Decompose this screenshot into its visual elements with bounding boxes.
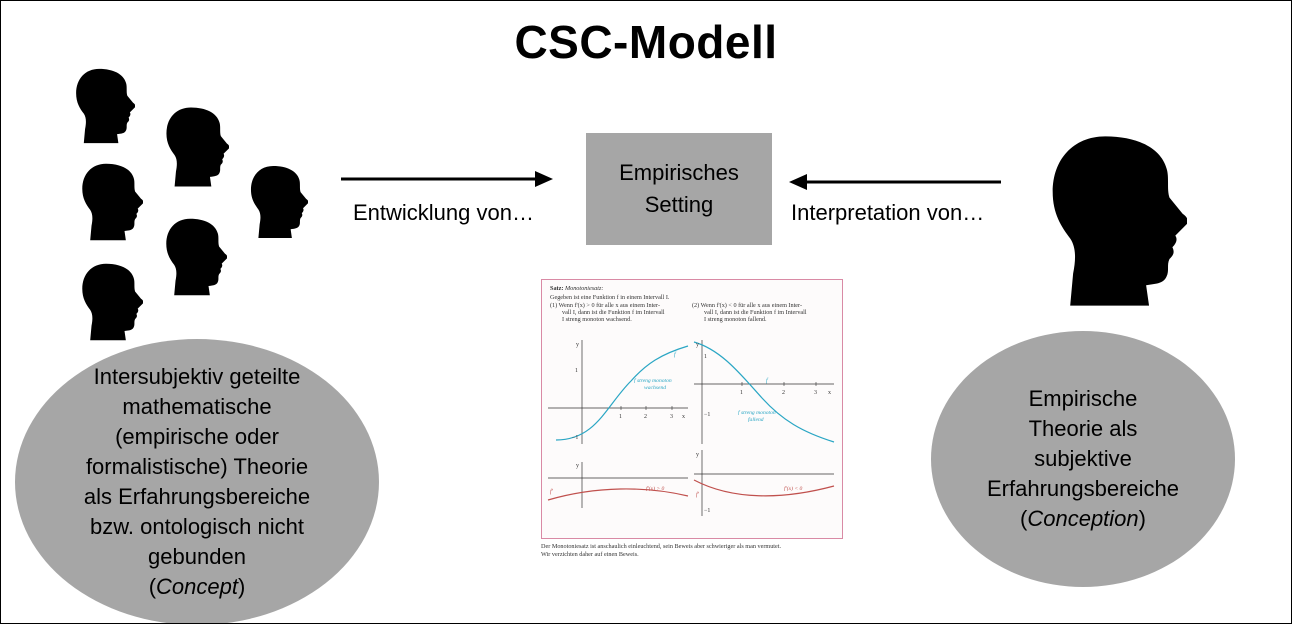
concept-ellipse: Intersubjektiv geteilte mathematische (e…	[15, 339, 379, 623]
y-axis-label: y	[696, 452, 699, 458]
positive-derivative-plot: y f' f'(x) > 0	[547, 462, 689, 508]
conception-line: subjektive	[1034, 446, 1132, 471]
derivative-plot-label: f'(x) < 0	[784, 485, 803, 492]
concept-term-line: (Concept)	[148, 574, 246, 599]
arrow-right-icon	[341, 171, 553, 187]
person-head-icon	[82, 163, 143, 241]
book-left-text: (1) Wenn f'(x) > 0 für alle x aus einem …	[550, 302, 661, 309]
derivative-plot-label: f'(x) > 0	[646, 485, 665, 492]
conception-term-line: (Conception)	[1020, 506, 1146, 531]
x-tick-label: 1	[740, 390, 743, 396]
concept-line: mathematische	[122, 394, 272, 419]
caption-line: Wir verzichten daher auf einen Beweis.	[541, 551, 639, 558]
concept-line: bzw. ontologisch nicht	[89, 514, 305, 539]
concept-term: Concept	[156, 574, 238, 599]
x-tick-label: 3	[670, 414, 673, 420]
increasing-function-plot: y x 1 2 3 1 −1 f f streng monoton wachse…	[548, 340, 689, 444]
person-head-icon	[166, 218, 227, 296]
function-label: f	[766, 377, 769, 384]
concept-line: gebunden	[148, 544, 246, 569]
y-tick-label: 1	[704, 354, 707, 360]
book-heading-label: Satz:	[550, 285, 564, 292]
person-head-icon	[1052, 136, 1187, 306]
plot-label: wachsend	[644, 385, 666, 391]
conception-ellipse: Empirische Theorie als subjektive Erfahr…	[931, 331, 1235, 587]
y-tick-label: −1	[572, 435, 578, 441]
x-axis-label: x	[828, 390, 831, 396]
textbook-excerpt: Satz: Monotoniesatz: Gegeben ist eine Fu…	[541, 279, 843, 539]
book-left-text: vall I, dann ist die Funktion f im Inter…	[562, 309, 665, 316]
page-title: CSC-Modell	[514, 16, 778, 68]
derivative-label: f'	[550, 488, 554, 495]
person-head-icon	[166, 107, 229, 187]
y-tick-label: −1	[704, 508, 710, 514]
y-axis-label: y	[576, 463, 579, 469]
x-tick-label: 2	[644, 414, 647, 420]
x-axis-label: x	[682, 414, 685, 420]
person-head-icon	[76, 68, 135, 144]
plot-label: f streng monoton	[738, 409, 776, 416]
arrow-label-left: Entwicklung von…	[353, 200, 534, 225]
x-tick-label: 1	[619, 414, 622, 420]
empirical-setting-box: Empirisches Setting	[586, 133, 772, 245]
person-head-icon	[82, 263, 143, 341]
book-right-text: vall I, dann ist die Funktion f im Inter…	[704, 309, 807, 316]
y-axis-label: y	[696, 342, 699, 348]
concept-line: formalistische) Theorie	[85, 454, 309, 479]
plot-label: f streng monoton	[634, 377, 672, 384]
book-intro: Gegeben ist eine Funktion f in einem Int…	[550, 294, 670, 301]
y-tick-label: 1	[575, 368, 578, 374]
concept-line: als Erfahrungsbereiche	[83, 484, 311, 509]
concept-line: Intersubjektiv geteilte	[93, 364, 301, 389]
decreasing-function-plot: y x 1 2 3 1 −1 f f streng monoton fallen…	[693, 340, 835, 444]
negative-derivative-plot: y f' f'(x) < 0 −1	[693, 450, 835, 516]
book-heading-title: Monotoniesatz:	[564, 285, 604, 292]
derivative-label: f'	[696, 491, 700, 498]
caption-line: Der Monotoniesatz ist anschaulich einleu…	[541, 543, 782, 550]
conception-line: Empirische	[1028, 386, 1138, 411]
book-right-text: I streng monoton fallend.	[704, 316, 767, 323]
textbook-caption: Der Monotoniesatz ist anschaulich einleu…	[541, 543, 861, 559]
plot-label: fallend	[748, 416, 764, 423]
function-label: f	[674, 351, 677, 358]
setting-line-2: Setting	[644, 192, 714, 217]
y-tick-label: −1	[704, 412, 710, 418]
conception-term: Conception	[1027, 506, 1139, 531]
arrow-left-icon	[789, 174, 1001, 190]
book-right-text: (2) Wenn f'(x) < 0 für alle x aus einem …	[692, 302, 803, 309]
x-tick-label: 2	[782, 390, 785, 396]
conception-line: Theorie als	[1028, 416, 1138, 441]
person-head-icon	[250, 166, 308, 238]
concept-line: (empirische oder	[115, 424, 279, 449]
conception-line: Erfahrungsbereiche	[986, 476, 1179, 501]
x-tick-label: 3	[814, 390, 817, 396]
setting-line-1: Empirisches	[619, 160, 739, 185]
book-left-text: I streng monoton wachsend.	[562, 316, 632, 323]
arrow-label-right: Interpretation von…	[791, 200, 985, 225]
y-axis-label: y	[576, 342, 579, 348]
